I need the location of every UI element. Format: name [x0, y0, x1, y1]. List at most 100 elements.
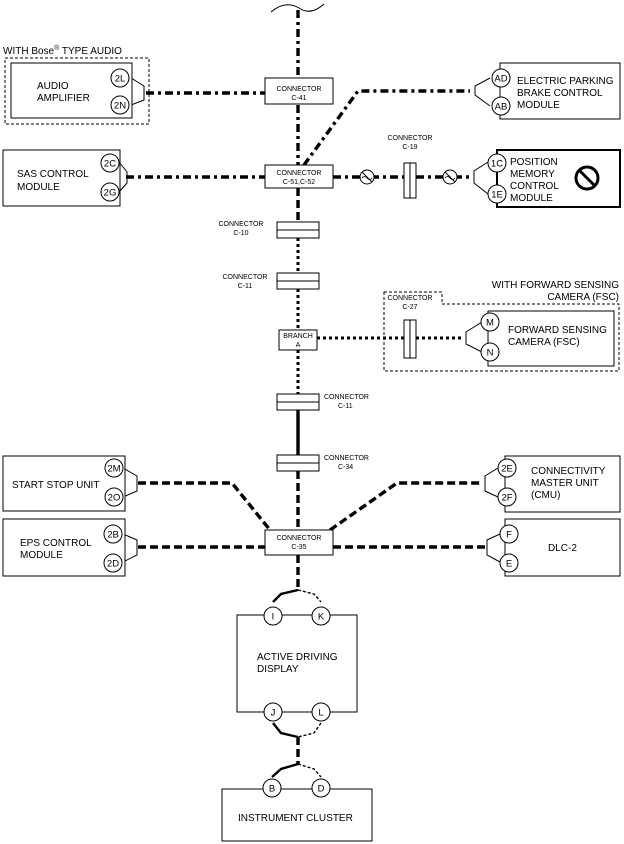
- wire-fsc-pins: [465, 321, 483, 353]
- eps-label-1: EPS CONTROL: [20, 538, 92, 549]
- dlc2-module: DLC-2: [504, 518, 621, 577]
- bose-group-frame: [4, 57, 150, 125]
- wire-cmu-pins: [484, 467, 499, 498]
- svg-text:2D: 2D: [107, 559, 119, 570]
- wire-epb: [302, 89, 470, 167]
- connector-c27: CONNECTOR C-27: [388, 295, 433, 359]
- svg-text:I: I: [272, 612, 275, 623]
- svg-text:2O: 2O: [108, 493, 121, 504]
- sas-control-module: SAS CONTROL MODULE: [2, 149, 121, 207]
- pin-cmu-2e: 2E: [497, 458, 517, 478]
- svg-text:C-11: C-11: [238, 283, 253, 290]
- active-driving-display-module: ACTIVE DRIVING DISPLAY: [236, 614, 358, 713]
- svg-text:C-35: C-35: [291, 544, 306, 551]
- cmu-label-1: CONNECTIVITY: [531, 466, 606, 477]
- pin-epb-ab: AB: [491, 96, 511, 116]
- wire-eps-pins: [122, 533, 138, 563]
- svg-text:2M: 2M: [107, 464, 120, 475]
- svg-text:2N: 2N: [114, 101, 126, 112]
- pin-add-j: J: [263, 702, 283, 722]
- not-used-icon: [442, 169, 458, 185]
- svg-text:CONNECTOR: CONNECTOR: [223, 274, 268, 281]
- fsc-group-label-2: CAMERA (FSC): [547, 292, 619, 303]
- wire-cluster-fork-b: [271, 762, 299, 778]
- not-used-icon: [359, 169, 375, 185]
- svg-text:CONNECTOR: CONNECTOR: [277, 535, 322, 542]
- svg-text:C-10: C-10: [233, 230, 248, 237]
- svg-text:2F: 2F: [501, 493, 512, 504]
- svg-text:AB: AB: [495, 102, 508, 113]
- connector-c11-lower: CONNECTOR C-11: [276, 393, 369, 411]
- svg-text:C-51,C-52: C-51,C-52: [283, 179, 315, 186]
- pin-add-l: L: [311, 702, 331, 722]
- wire-dlc2-pins: [486, 533, 501, 563]
- svg-text:D: D: [318, 784, 325, 795]
- svg-text:CONNECTOR: CONNECTOR: [388, 295, 433, 302]
- pin-audio-2n: 2N: [110, 95, 130, 115]
- posmem-label-4: MODULE: [510, 193, 553, 204]
- posmem-label-3: CONTROL: [510, 181, 559, 192]
- connector-c19: CONNECTOR C-19: [388, 135, 433, 199]
- svg-text:CONNECTOR: CONNECTOR: [388, 135, 433, 142]
- svg-text:K: K: [318, 612, 325, 623]
- svg-text:C-34: C-34: [338, 464, 353, 471]
- svg-text:A: A: [296, 342, 301, 349]
- pin-epb-ad: AD: [491, 68, 511, 88]
- svg-text:CONNECTOR: CONNECTOR: [277, 170, 322, 177]
- prohibited-icon: [574, 165, 600, 191]
- pin-start-stop-2m: 2M: [104, 458, 124, 478]
- svg-text:AD: AD: [494, 74, 507, 85]
- wire-audio-amp-pins: [130, 77, 145, 106]
- instrument-cluster-module: INSTRUMENT CLUSTER: [221, 788, 373, 842]
- sas-label-1: SAS CONTROL: [17, 169, 89, 180]
- svg-text:1E: 1E: [491, 190, 503, 201]
- connector-c11-upper: CONNECTOR C-11: [223, 272, 320, 290]
- pin-add-k: K: [311, 606, 331, 626]
- connector-c35: CONNECTOR C-35: [264, 529, 334, 556]
- svg-text:C-27: C-27: [402, 304, 417, 311]
- pin-posmem-1e: 1E: [487, 184, 507, 204]
- wire-posmem-pins: [473, 161, 489, 195]
- epb-label-1: ELECTRIC PARKING: [517, 76, 614, 87]
- audio-amp-label-1: AUDIO: [37, 81, 69, 92]
- fsc-group-frame: [383, 291, 620, 372]
- wire-sas-pins: [118, 161, 128, 193]
- pin-add-i: I: [263, 606, 283, 626]
- svg-text:CONNECTOR: CONNECTOR: [324, 394, 369, 401]
- pin-audio-2l: 2L: [110, 68, 130, 88]
- pin-cluster-d: D: [311, 778, 331, 798]
- wire-add-fork-j: [272, 722, 299, 739]
- sas-label-2: MODULE: [17, 182, 60, 193]
- svg-text:C-11: C-11: [338, 403, 353, 410]
- svg-text:L: L: [318, 708, 323, 719]
- svg-text:2C: 2C: [104, 159, 116, 170]
- pin-cluster-b: B: [262, 778, 282, 798]
- wire-start-stop: [138, 481, 272, 532]
- wire-start-stop-pins: [122, 467, 138, 498]
- svg-text:CONNECTOR: CONNECTOR: [219, 221, 264, 228]
- svg-text:J: J: [271, 708, 276, 719]
- svg-text:2G: 2G: [104, 188, 117, 199]
- start-stop-label: START STOP UNIT: [12, 480, 99, 491]
- fsc-label-1: FORWARD SENSING: [508, 325, 607, 336]
- svg-text:2B: 2B: [107, 530, 119, 541]
- pin-sas-2c: 2C: [100, 153, 120, 173]
- pin-posmem-1c: 1C: [487, 153, 507, 173]
- cluster-label: INSTRUMENT CLUSTER: [238, 813, 353, 824]
- fsc-label-2: CAMERA (FSC): [508, 337, 580, 348]
- svg-text:B: B: [269, 784, 275, 795]
- wire-add-fork-l: [297, 722, 322, 738]
- pins: 2L 2N AD AB 2C 2G 1C 1E M N 2M 2O 2E 2F …: [100, 68, 519, 798]
- pin-sas-2g: 2G: [100, 182, 120, 202]
- svg-text:M: M: [486, 318, 494, 329]
- epb-label-2: BRAKE CONTROL: [517, 88, 603, 99]
- svg-text:CONNECTOR: CONNECTOR: [324, 455, 369, 462]
- wire-break-mark: [270, 3, 325, 13]
- posmem-label-2: MEMORY: [510, 169, 555, 180]
- start-stop-unit: START STOP UNIT: [2, 455, 126, 512]
- fsc-module: FORWARD SENSING CAMERA (FSC): [487, 310, 615, 367]
- position-memory-module: POSITION MEMORY CONTROL MODULE: [496, 149, 621, 208]
- cmu-label-3: (CMU): [531, 490, 560, 501]
- connector-c10: CONNECTOR C-10: [219, 221, 320, 239]
